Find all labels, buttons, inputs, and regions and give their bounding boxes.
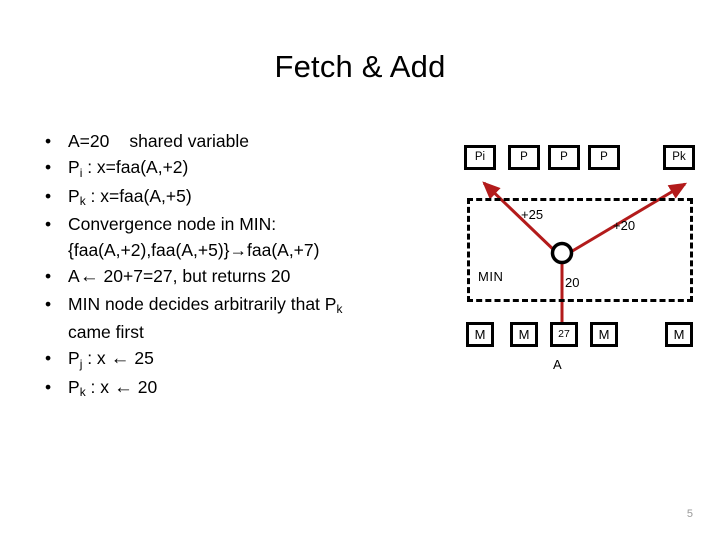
processor-pk: Pk bbox=[663, 145, 695, 170]
bullet-continuation-convergence-node: {faa(A,+2),faa(A,+5)}→faa(A,+7) bbox=[38, 237, 458, 263]
bullet-marker-icon: • bbox=[45, 376, 52, 397]
memory-label: M bbox=[673, 327, 685, 342]
bullet-text-run: P bbox=[68, 376, 80, 397]
bullet-item-min-decides: • MIN node decides arbitrarily that Pk bbox=[38, 291, 458, 319]
memory-label: M bbox=[598, 327, 610, 342]
processor-p3: P bbox=[548, 145, 580, 170]
bullet-text-run: 20+7=27, but returns 20 bbox=[98, 266, 291, 287]
memory-m1: M bbox=[466, 322, 494, 347]
bullet-text-run: : x=faa(A,+5) bbox=[85, 185, 192, 206]
processor-pi: Pi bbox=[464, 145, 496, 170]
subscript: j bbox=[79, 356, 83, 371]
bullet-text-run: MIN node decides arbitrarily that P bbox=[68, 293, 337, 314]
memory-a-variable-label: A bbox=[553, 357, 562, 372]
bullet-marker-icon: • bbox=[45, 131, 52, 151]
bullet-label: Pk : x=faa(A,+5) bbox=[68, 185, 192, 208]
bullet-list: • A=20 shared variable • Pi : x=faa(A,+2) • Pk… bbox=[38, 128, 458, 402]
min-network-label: MIN bbox=[478, 269, 504, 284]
memory-m4: M bbox=[590, 322, 618, 347]
bullet-marker-icon: • bbox=[45, 157, 52, 178]
bullet-item-a-shared-variable: • A=20 shared variable bbox=[38, 128, 458, 154]
bullet-text-run: P bbox=[68, 348, 80, 369]
bullet-text-run: : x bbox=[85, 376, 114, 397]
bullet-label: Pi : x=faa(A,+2) bbox=[68, 157, 189, 180]
processor-label: Pi bbox=[474, 150, 486, 163]
left-arrow-icon: ← bbox=[79, 266, 99, 288]
left-arrow-icon: ← bbox=[110, 348, 130, 370]
page-number: 5 bbox=[686, 508, 693, 520]
bullet-item-pj-x-25: • Pj : x ← 25 bbox=[38, 345, 458, 373]
bullet-marker-icon: • bbox=[45, 348, 52, 369]
memory-a: 27 bbox=[550, 322, 578, 347]
memory-m5: M bbox=[665, 322, 693, 347]
bullet-text-run: 25 bbox=[129, 348, 154, 369]
bullet-marker-icon: • bbox=[45, 213, 52, 234]
bullet-marker-icon: • bbox=[45, 266, 52, 287]
bullet-marker-icon: • bbox=[45, 185, 52, 206]
bullet-text-run: P bbox=[68, 157, 80, 178]
bullet-text-run: : x=faa(A,+2) bbox=[82, 157, 189, 178]
subscript: k bbox=[79, 193, 86, 208]
bullet-label: Pj : x ← 25 bbox=[68, 348, 154, 371]
edge-label-20: 20 bbox=[565, 275, 580, 290]
processor-p4: P bbox=[588, 145, 620, 170]
processor-label: P bbox=[520, 150, 528, 163]
min-architecture-diagram: MIN +25 +20 20 Pi P P P Pk M M 27 M M A bbox=[455, 140, 710, 385]
processor-p2: P bbox=[508, 145, 540, 170]
memory-label: M bbox=[474, 327, 486, 342]
processor-label: P bbox=[600, 150, 608, 163]
bullet-text-run: 20 bbox=[132, 376, 158, 397]
bullet-item-pk-faa: • Pk : x=faa(A,+5) bbox=[38, 183, 458, 211]
bullet-label: A=20 shared variable bbox=[68, 131, 249, 151]
bullet-item-pk-x-20: • Pk : x ← 20 bbox=[38, 374, 458, 402]
processor-label: Pk bbox=[672, 150, 686, 163]
bullet-label: came first bbox=[68, 322, 144, 342]
subscript: k bbox=[79, 384, 86, 399]
processor-label: P bbox=[560, 150, 568, 163]
bullet-label: Convergence node in MIN: bbox=[68, 214, 276, 234]
bullet-item-convergence-node: • Convergence node in MIN: bbox=[38, 211, 458, 237]
bullet-text-run: A bbox=[68, 266, 80, 287]
bullet-label: MIN node decides arbitrarily that Pk bbox=[68, 293, 343, 316]
bullet-label: Pk : x ← 20 bbox=[68, 376, 158, 399]
bullet-text-run: came first bbox=[68, 322, 144, 343]
min-network-boundary bbox=[467, 198, 693, 302]
memory-m2: M bbox=[510, 322, 538, 347]
subscript: k bbox=[336, 301, 343, 316]
bullet-continuation-min-decides: came first bbox=[38, 319, 458, 345]
bullet-text-run: {faa(A,+2),faa(A,+5)}→faa(A,+7) bbox=[68, 240, 320, 261]
memory-label: M bbox=[518, 327, 530, 342]
bullet-item-pi-faa: • Pi : x=faa(A,+2) bbox=[38, 154, 458, 182]
bullet-label: {faa(A,+2),faa(A,+5)}→faa(A,+7) bbox=[68, 240, 319, 260]
left-arrow-icon: ← bbox=[113, 376, 133, 398]
bullet-item-a-returns: • A← 20+7=27, but returns 20 bbox=[38, 263, 458, 290]
bullet-text-run: A=20 bbox=[68, 131, 110, 151]
edge-label-plus25: +25 bbox=[521, 207, 544, 222]
subscript: i bbox=[79, 165, 83, 180]
bullet-marker-icon: • bbox=[45, 293, 52, 314]
bullet-text-run: P bbox=[68, 185, 80, 206]
bullet-text-run: : x bbox=[82, 348, 111, 369]
page-title: Fetch & Add bbox=[274, 49, 446, 84]
bullet-label: A← 20+7=27, but returns 20 bbox=[68, 266, 291, 288]
memory-label: 27 bbox=[558, 328, 570, 341]
bullet-text-run: shared variable bbox=[129, 131, 250, 151]
edge-label-plus20: +20 bbox=[613, 218, 636, 233]
bullet-text-run: Convergence node in MIN: bbox=[68, 213, 277, 234]
